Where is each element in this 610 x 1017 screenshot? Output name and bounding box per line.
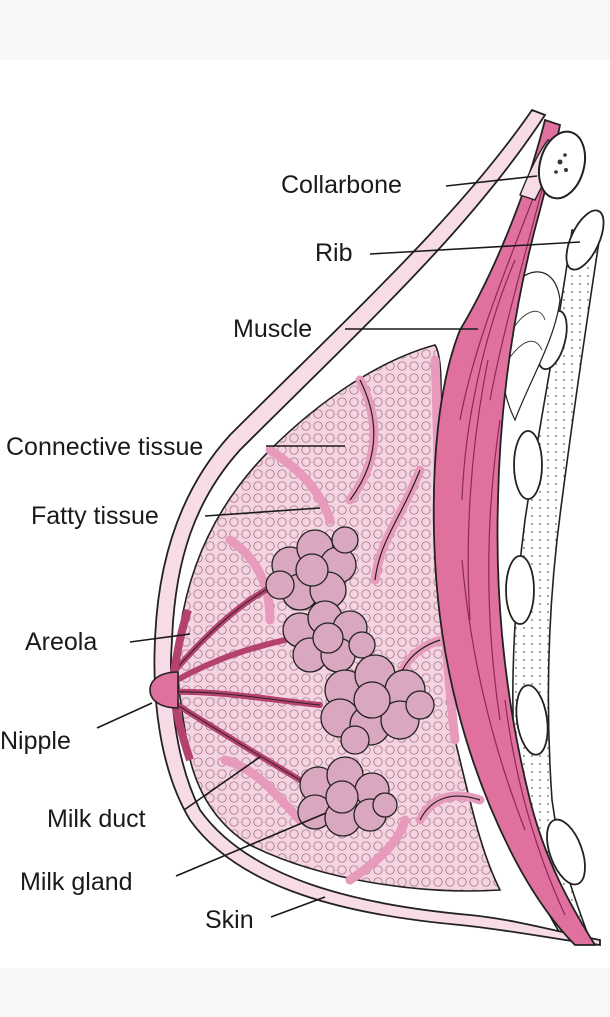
milk-gland-cluster: [265, 526, 359, 611]
milk-gland-cluster: [320, 654, 435, 755]
leader-areola: [129, 633, 191, 643]
rib-cage: [499, 209, 605, 941]
label-connective-tissue: Connective tissue: [6, 433, 204, 461]
nipple: [149, 671, 179, 709]
rib-bone: [505, 555, 535, 625]
label-collarbone: Collarbone: [281, 171, 402, 199]
leader-lines: [96, 175, 581, 918]
rib-bone: [515, 684, 549, 756]
collarbone: [519, 130, 587, 201]
leader-rib: [369, 241, 581, 255]
label-areola: Areola: [25, 628, 98, 656]
bottom-band: [0, 968, 610, 1017]
label-rib: Rib: [315, 239, 353, 267]
label-milk-duct: Milk duct: [47, 805, 146, 833]
label-skin: Skin: [205, 906, 254, 934]
leader-milk-duct: [183, 756, 261, 811]
leader-skin: [270, 896, 326, 918]
label-muscle: Muscle: [233, 315, 313, 343]
milk-gland-cluster: [297, 756, 398, 837]
leader-fatty-tissue: [204, 507, 321, 517]
top-band: [0, 0, 610, 60]
label-milk-gland: Milk gland: [20, 868, 133, 896]
milk-glands: [265, 526, 435, 837]
leader-nipple: [96, 702, 153, 729]
leader-milk-gland: [175, 812, 327, 877]
rib-bone: [546, 818, 586, 886]
label-fatty-tissue: Fatty tissue: [31, 502, 159, 530]
label-nipple: Nipple: [0, 727, 71, 755]
leader-collarbone: [445, 175, 538, 187]
skin: [153, 108, 601, 947]
rib-bone: [565, 209, 605, 271]
rib-bone: [513, 430, 543, 500]
milk-gland-cluster: [282, 600, 376, 673]
